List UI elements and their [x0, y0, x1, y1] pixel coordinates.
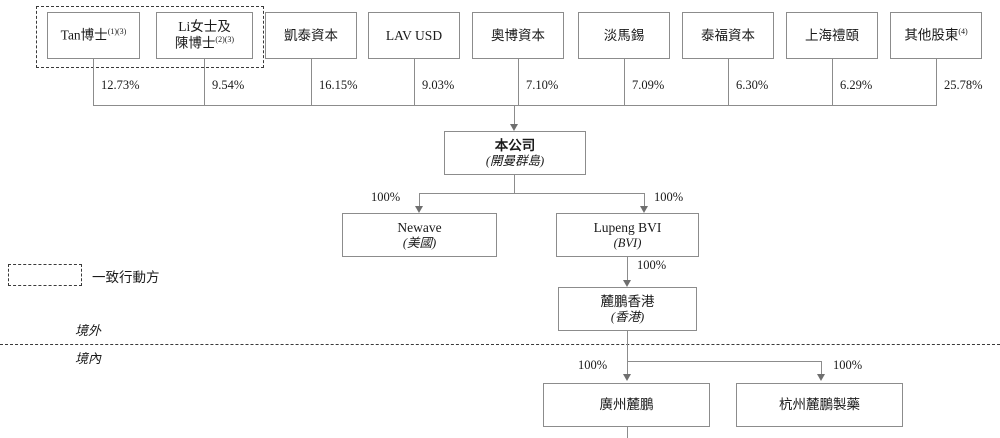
ownership-pct-shanghai: 6.29%: [840, 78, 873, 92]
ownership-pct-aobo: 7.10%: [526, 78, 559, 92]
legend-label-concert-party: 一致行動方: [92, 270, 160, 285]
connector-to-hangzhou: [821, 361, 823, 377]
arrowhead-to-company: [510, 124, 518, 131]
arrowhead-to-lupeng-bvi: [640, 206, 648, 213]
ownership-pct-company-lupeng-bvi: 100%: [654, 190, 684, 204]
entity-name-lupeng-hk: 麓鵬香港: [600, 293, 655, 309]
shareholder-box-taifu[interactable]: 泰福資本: [682, 12, 774, 59]
entity-box-guangzhou[interactable]: 廣州麓鵬: [543, 383, 710, 427]
connector-drop-temasek: [624, 59, 626, 106]
ownership-pct-hk-guangzhou: 100%: [578, 358, 608, 372]
entity-name-newave: Newave: [397, 219, 442, 235]
offshore-onshore-divider: [0, 344, 1000, 345]
shareholder-box-tan[interactable]: Tan博士(1)(3): [47, 12, 140, 59]
shareholder-box-li-chen[interactable]: Li女士及 陳博士(2)(3): [156, 12, 253, 59]
shareholder-label-aobo: 奧博資本: [491, 27, 545, 43]
shareholder-label-kaitai: 凱泰資本: [284, 27, 338, 43]
shareholder-box-lav-usd[interactable]: LAV USD: [368, 12, 460, 59]
entity-jurisdiction-newave: (美國): [402, 235, 437, 250]
shareholder-box-others[interactable]: 其他股東(4): [890, 12, 982, 59]
connector-drop-kaitai: [311, 59, 313, 106]
arrowhead-to-guangzhou: [623, 374, 631, 381]
ownership-pct-li-chen: 9.54%: [212, 78, 245, 92]
connector-bus-to-company: [514, 105, 516, 127]
entity-box-lupeng-bvi[interactable]: Lupeng BVI (BVI): [556, 213, 699, 257]
entity-box-newave[interactable]: Newave (美國): [342, 213, 497, 257]
ownership-pct-bvi-hk: 100%: [637, 258, 667, 272]
connector-to-lupeng-bvi: [644, 193, 646, 209]
ownership-pct-others: 25.78%: [944, 78, 983, 92]
connector-drop-taifu: [728, 59, 730, 106]
entity-jurisdiction-lupeng-hk: (香港): [610, 309, 645, 324]
ownership-pct-hk-hangzhou: 100%: [833, 358, 863, 372]
ownership-pct-lav-usd: 9.03%: [422, 78, 455, 92]
entity-box-company[interactable]: 本公司 (開曼群島): [444, 131, 586, 175]
connector-drop-others: [936, 59, 938, 106]
footnote-marker: (1)(3): [107, 27, 127, 37]
arrowhead-to-hangzhou: [817, 374, 825, 381]
ownership-pct-taifu: 6.30%: [736, 78, 769, 92]
concert-party-group: [36, 6, 264, 68]
shareholder-box-kaitai[interactable]: 凱泰資本: [265, 12, 357, 59]
shareholder-label-temasek: 淡馬錫: [603, 27, 645, 43]
connector-split-bar-company: [419, 193, 645, 195]
shareholder-label-li: Li女士及: [178, 19, 231, 35]
connector-to-newave: [419, 193, 421, 209]
connector-drop-lav-usd: [414, 59, 416, 106]
connector-hk-down: [627, 331, 629, 361]
connector-split-bar-hk: [627, 361, 822, 363]
entity-box-lupeng-hk[interactable]: 麓鵬香港 (香港): [558, 287, 697, 331]
shareholder-box-aobo[interactable]: 奧博資本: [472, 12, 564, 59]
entity-name-lupeng-bvi: Lupeng BVI: [593, 219, 662, 235]
connector-company-down: [514, 175, 516, 193]
zone-label-offshore: 境外: [75, 323, 102, 338]
shareholder-label-lav-usd: LAV USD: [385, 27, 443, 43]
connector-drop-tan: [93, 59, 95, 106]
ownership-pct-temasek: 7.09%: [632, 78, 665, 92]
arrowhead-to-lupeng-hk: [623, 280, 631, 287]
ownership-pct-tan: 12.73%: [101, 78, 140, 92]
zone-label-onshore: 境內: [75, 351, 102, 366]
shareholder-label-tan: Tan博士(1)(3): [60, 27, 127, 43]
shareholder-label-others: 其他股東(4): [904, 27, 968, 43]
connector-guangzhou-continuation: [627, 427, 629, 438]
connector-drop-li-chen: [204, 59, 206, 106]
entity-jurisdiction-lupeng-bvi: (BVI): [613, 235, 642, 250]
entity-name-company: 本公司: [494, 137, 536, 153]
footnote-marker: (2)(3): [215, 35, 235, 45]
entity-name-guangzhou: 廣州麓鵬: [599, 397, 654, 413]
shareholder-box-shanghai[interactable]: 上海禮頤: [786, 12, 878, 59]
ownership-pct-company-newave: 100%: [371, 190, 401, 204]
connector-lupeng-bvi-to-hk: [627, 257, 629, 283]
entity-box-hangzhou[interactable]: 杭州麓鵬製藥: [736, 383, 903, 427]
connector-drop-shanghai: [832, 59, 834, 106]
arrowhead-to-newave: [415, 206, 423, 213]
shareholder-label-taifu: 泰福資本: [701, 27, 755, 43]
legend-swatch-concert-party: [8, 264, 82, 286]
entity-name-hangzhou: 杭州麓鵬製藥: [779, 397, 860, 413]
ownership-pct-kaitai: 16.15%: [319, 78, 358, 92]
entity-jurisdiction-company: (開曼群島): [485, 153, 545, 168]
shareholder-box-temasek[interactable]: 淡馬錫: [578, 12, 670, 59]
shareholder-label-chen: 陳博士(2)(3): [174, 35, 235, 51]
footnote-marker: (4): [958, 27, 968, 37]
connector-drop-aobo: [518, 59, 520, 106]
connector-to-guangzhou: [627, 361, 629, 377]
shareholder-label-shanghai: 上海禮頤: [805, 27, 859, 43]
